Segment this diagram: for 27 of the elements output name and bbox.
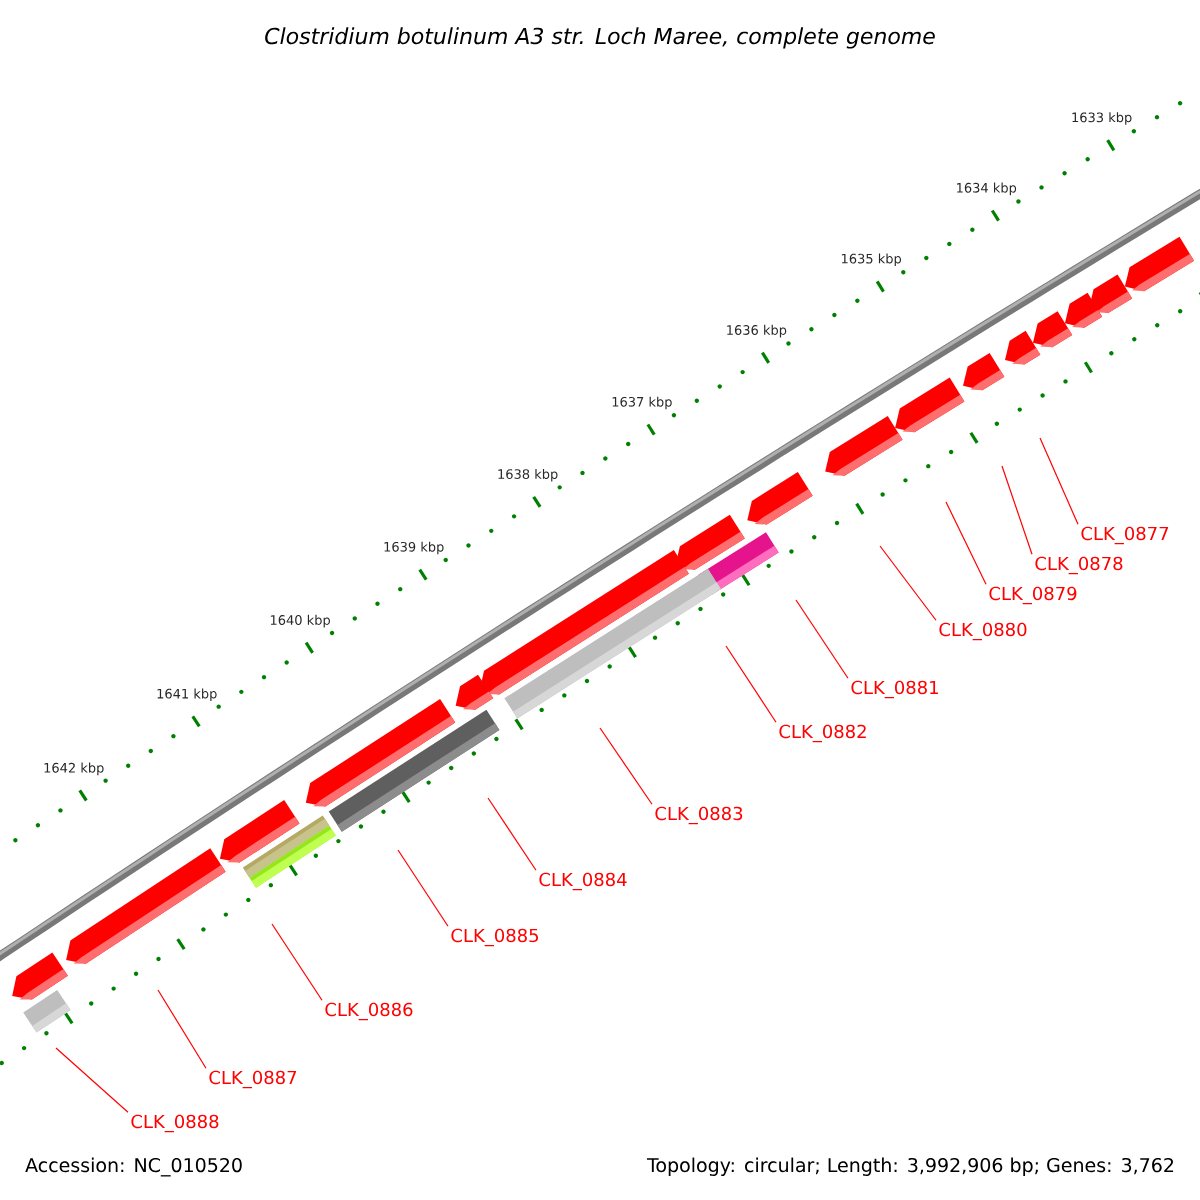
gene-label: CLK_0879 <box>989 586 1077 605</box>
leader-line <box>725 645 777 723</box>
footer-text: Accession: NC_010520 <box>25 1157 242 1177</box>
leader-line <box>1001 465 1033 555</box>
gene-label: CLK_0887 <box>209 1070 297 1089</box>
leader-line <box>599 727 653 805</box>
title: Clostridium botulinum A3 str. Loch Maree, complete genome <box>265 27 935 49</box>
gene-label: CLK_0885 <box>451 928 539 947</box>
leader-line <box>157 989 207 1069</box>
leader-line <box>795 599 849 679</box>
gene-label: CLK_0878 <box>1035 556 1123 575</box>
gene-label: CLK_0884 <box>539 872 627 891</box>
gene-label: CLK_0882 <box>779 724 866 743</box>
gene-label: CLK_0888 <box>131 1114 219 1133</box>
leader-line <box>879 545 937 621</box>
gene-label: CLK_0881 <box>851 680 938 699</box>
leader-line <box>397 849 449 927</box>
gene-label: CLK_0877 <box>1081 526 1169 545</box>
leader-line <box>1039 437 1079 525</box>
leader-line <box>487 797 537 871</box>
footer-text: Topology: circular; Length: 3,992,906 bp; Genes: 3,762 <box>646 1157 1174 1176</box>
leader-line <box>271 923 323 1001</box>
leader-line <box>945 501 987 585</box>
leader-line <box>55 1047 129 1113</box>
gene-label: CLK_0886 <box>325 1002 413 1021</box>
gene-label: CLK_0880 <box>939 622 1027 641</box>
gene-label: CLK_0883 <box>655 806 743 825</box>
